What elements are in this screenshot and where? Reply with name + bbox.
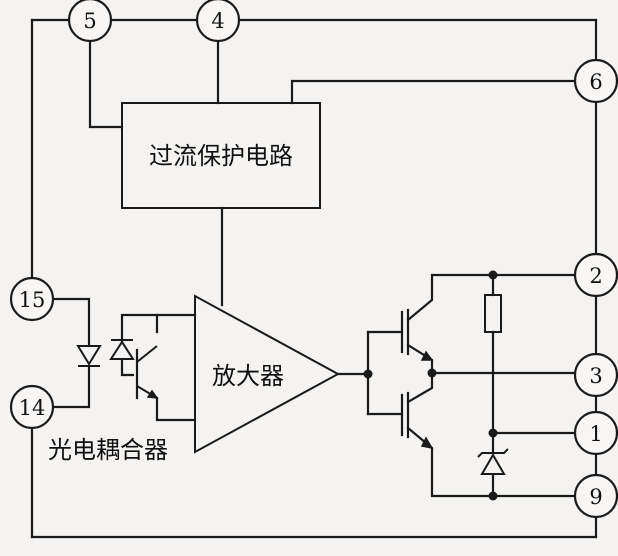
amplifier-triangle <box>194 294 341 454</box>
optocoupler-phototransistor-icon <box>135 345 159 400</box>
pin-2-label: 2 <box>589 264 602 288</box>
pin-5-label: 5 <box>83 9 96 33</box>
pin-6: 6 <box>573 58 618 104</box>
amplifier-label: 放大器 <box>212 362 284 390</box>
upper-igbt-icon <box>400 308 434 361</box>
pin-6-label: 6 <box>589 70 602 94</box>
pin-2: 2 <box>573 252 618 298</box>
optocoupler-photodiode-icon <box>109 339 135 360</box>
overcurrent-protection-block <box>121 102 321 209</box>
junction-dots <box>363 270 498 501</box>
optocoupler-label: 光电耦合器 <box>48 436 168 464</box>
pin-4-label: 4 <box>211 9 224 33</box>
pin-3-label: 3 <box>589 364 602 388</box>
wires <box>30 18 598 539</box>
overcurrent-protection-label: 过流保护电路 <box>149 142 293 170</box>
pin-4: 4 <box>195 0 241 43</box>
pin-15-label: 15 <box>19 288 46 312</box>
pin-1: 1 <box>573 410 618 456</box>
zener-diode-icon <box>477 448 509 475</box>
pin-15: 15 <box>9 276 55 322</box>
pin-14-label: 14 <box>19 396 46 420</box>
resistor-icon <box>484 294 502 333</box>
lower-igbt-icon <box>400 391 434 450</box>
pin-3: 3 <box>573 352 618 398</box>
pin-1-label: 1 <box>589 422 602 446</box>
pin-9: 9 <box>573 473 618 519</box>
pin-9-label: 9 <box>589 485 602 509</box>
pin-14: 14 <box>9 384 55 430</box>
pin-5: 5 <box>67 0 113 43</box>
optocoupler-led-icon <box>76 345 102 367</box>
